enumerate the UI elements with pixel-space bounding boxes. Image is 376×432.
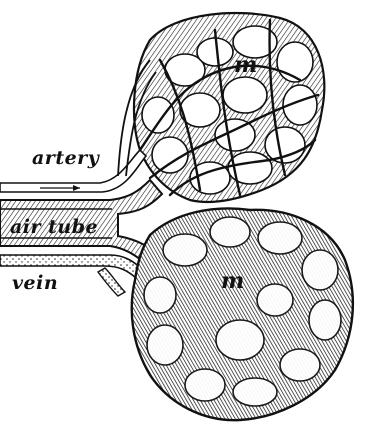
marker-lower-sac: m	[221, 268, 244, 294]
marker-upper-sac: m	[234, 52, 257, 78]
label-vein: vein	[12, 272, 58, 294]
label-artery: artery	[32, 147, 99, 169]
upper-air-sac	[134, 13, 324, 202]
lower-air-sac	[132, 208, 353, 420]
label-air-tube: air tube	[10, 216, 98, 238]
